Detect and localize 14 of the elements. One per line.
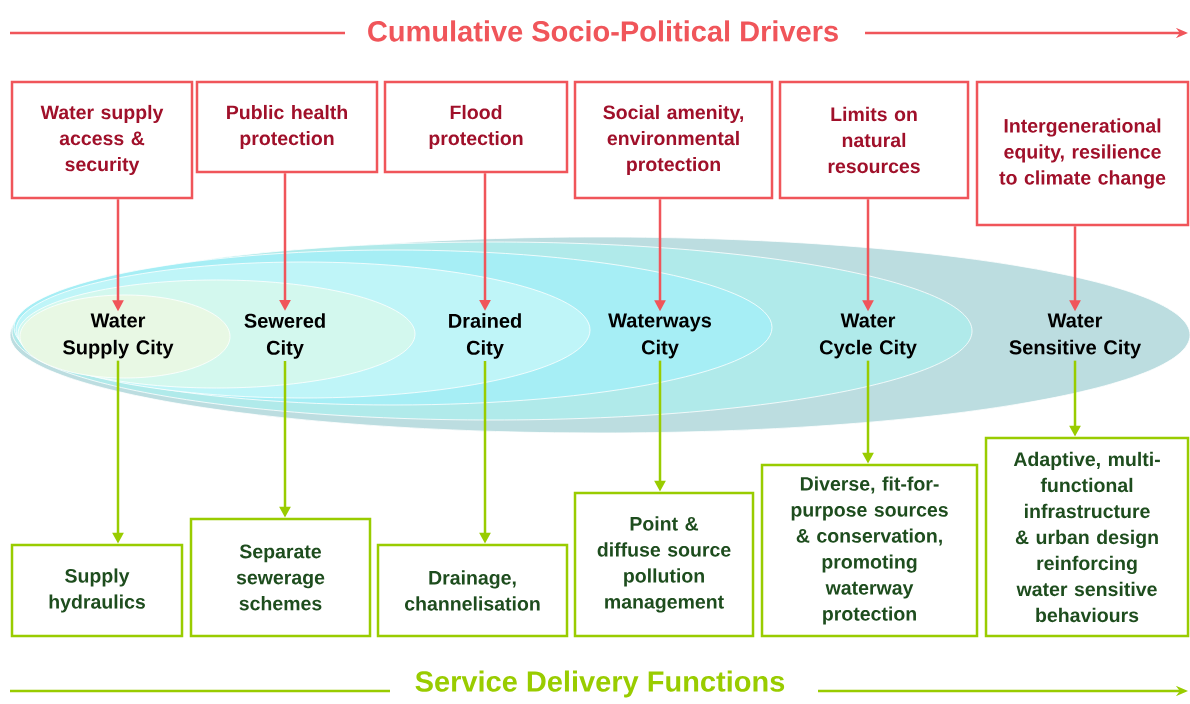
function-box: Point & diffuse source pollution management [573, 491, 755, 638]
function-box: Separate sewerage schemes [189, 517, 372, 638]
driver-box: Public health protection [195, 80, 379, 174]
function-box: Adaptive, multi-functional infrastructure & urban design reinforcing water sensitive behaviours [984, 436, 1190, 638]
driver-box: Limits on natural resources [778, 80, 970, 200]
footer-heading: Service Delivery Functions [415, 670, 785, 698]
heading: Cumulative Socio-Political Drivers [368, 20, 838, 42]
function-box: Diverse, fit-for-purpose sources & conservation, promoting waterway protection [760, 463, 979, 638]
driver-box: Water supply access & security [10, 80, 194, 200]
driver-box: Social amenity, environmental protection [573, 80, 774, 200]
function-box: Drainage, channelisation [376, 543, 569, 638]
driver-box: Flood protection [383, 80, 569, 174]
function-box: Supply hydraulics [10, 543, 184, 638]
driver-box: Intergenerational equity, resilience to climate change [975, 80, 1190, 227]
